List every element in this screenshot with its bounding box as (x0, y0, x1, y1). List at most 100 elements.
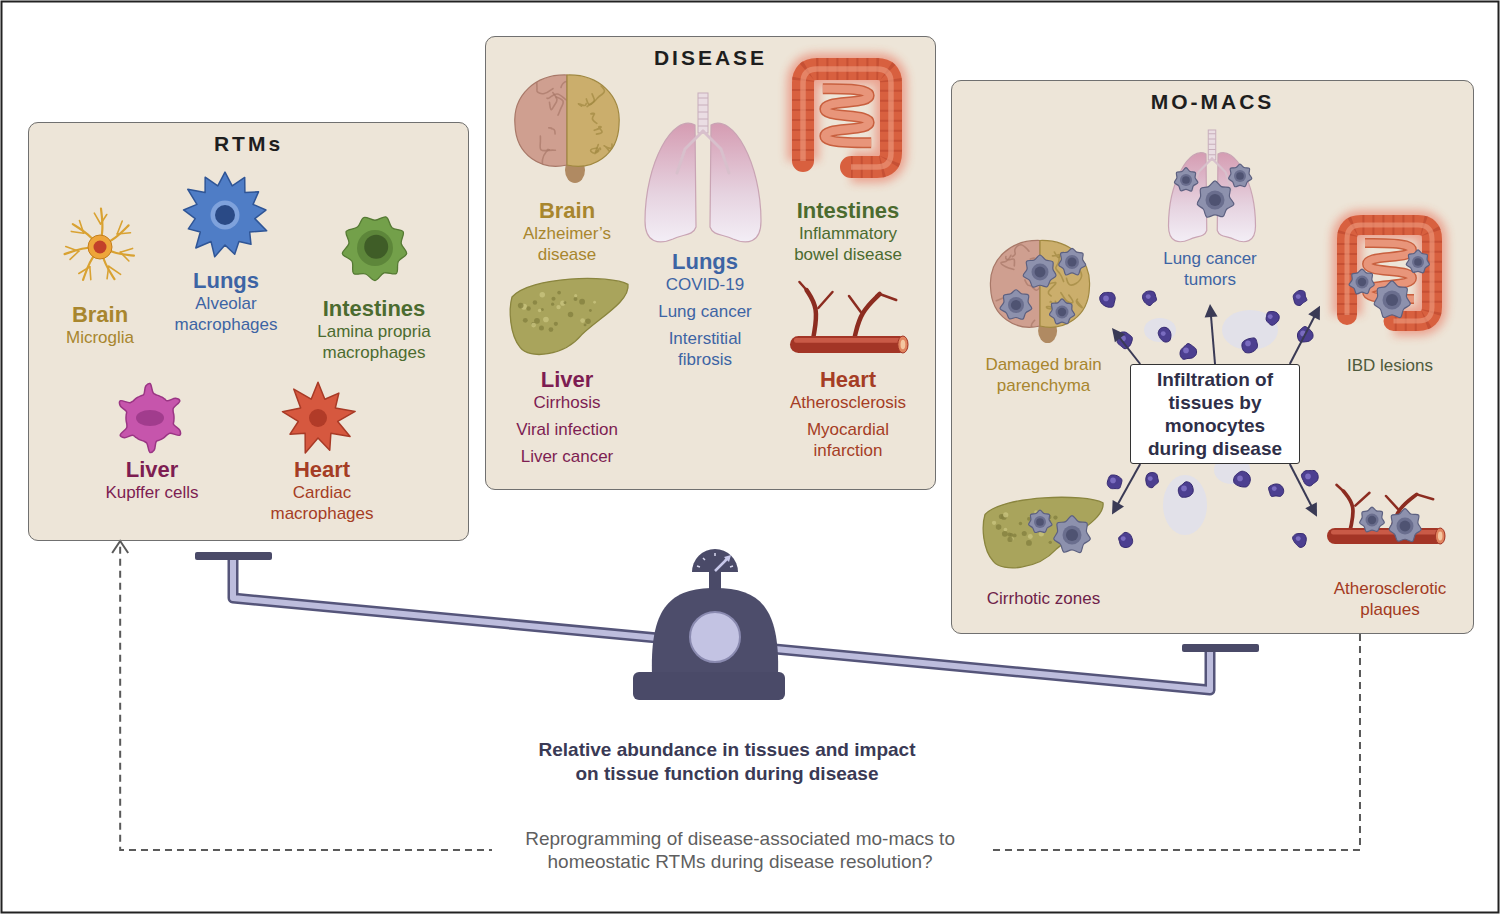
cell-nucleus (136, 410, 164, 426)
monocyte-derived-macrophage (1054, 516, 1090, 553)
cell-nucleus (1368, 516, 1376, 524)
cell-body (1100, 292, 1116, 307)
monocyte-derived-macrophage (1360, 507, 1385, 532)
cell-branch (94, 213, 100, 224)
organ-entry: LungsCOVID-19Lung cancerInterstitial fib… (645, 250, 765, 370)
cell-nucleus (1209, 194, 1221, 206)
cell-branch (79, 267, 90, 274)
lung-lobe (710, 123, 761, 242)
body-text: Atherosclerosis (778, 392, 918, 413)
arrow-head (1205, 304, 1218, 317)
inflammation-glow (803, 69, 891, 167)
fulcrum-base (633, 672, 785, 700)
organ-entry: LiverKupffer cells (87, 458, 217, 503)
cell-nucleus (309, 409, 327, 427)
body-text: Alzheimer’s disease (507, 223, 627, 265)
cell-spot (1245, 341, 1251, 347)
liver-nodule (568, 312, 573, 317)
cell-spot (1305, 474, 1311, 480)
liver-nodule (585, 318, 591, 324)
colon-body (803, 69, 891, 167)
monocyte (1293, 290, 1307, 305)
brain-fold (1048, 283, 1056, 296)
cell-branch (107, 266, 109, 279)
liver-nodule (1022, 531, 1027, 536)
body-text: COVID-19 (645, 274, 765, 295)
liver-nodule (1019, 522, 1022, 525)
marrow-shape (1163, 475, 1207, 535)
bronchus (677, 131, 703, 173)
vessel-highlight (1331, 530, 1439, 534)
cell-nucleus-ring (1206, 191, 1225, 210)
cell-nucleus-ring (1397, 518, 1414, 535)
lung-lobe (645, 123, 696, 242)
arrow-head (112, 541, 128, 553)
monocyte (1146, 473, 1159, 488)
gauge-ticks (697, 553, 733, 567)
organ-name: Heart (257, 458, 387, 482)
arrow-head (1112, 500, 1124, 515)
vessel-branch (880, 294, 897, 300)
cell-nucleus (1400, 521, 1411, 532)
vessel-branch (799, 282, 806, 290)
liver-nodule (543, 317, 549, 323)
artery-illustration (790, 282, 908, 353)
cell-body (1242, 338, 1258, 353)
connector-group (1112, 464, 1140, 515)
monocyte-derived-macrophage (1050, 299, 1075, 324)
lesion-label: Damaged brain parenchyma (975, 240, 1112, 400)
lesion-text: Atherosclerotic plaques (1317, 578, 1463, 620)
cell-branch (70, 251, 79, 259)
liver-nodule (533, 300, 537, 304)
brain-fold (542, 150, 549, 168)
macrophage-cell (184, 172, 267, 257)
arrow-head (1112, 328, 1125, 342)
body-text: Liver cancer (502, 446, 632, 467)
cell-spot (1296, 294, 1301, 299)
liver-nodule (518, 303, 524, 309)
brain-fold (549, 93, 556, 110)
lesion-text: Cirrhotic zones (975, 588, 1112, 609)
inflammation-glow (1347, 225, 1432, 321)
cell-branch (109, 266, 121, 274)
cell-spot (1148, 476, 1153, 481)
brain-illustration (990, 240, 1089, 343)
body-text: Interstitial fibrosis (645, 328, 765, 370)
organ-entry: IntestinesInflammatory bowel disease (783, 199, 913, 265)
vessel-tube (1327, 528, 1445, 544)
liver-nodule (580, 318, 585, 323)
vessel-branch (818, 292, 832, 308)
cell-body (1360, 507, 1385, 532)
liver-nodule (1007, 537, 1012, 542)
cell-nucleus (1035, 267, 1046, 278)
liver-body (983, 497, 1103, 568)
cell-nucleus (1414, 258, 1422, 266)
vessel-end (1435, 528, 1445, 544)
organ-name: Heart (778, 368, 918, 392)
cell-body (1158, 327, 1171, 342)
liver-nodule (1028, 534, 1033, 539)
cell-body (1234, 471, 1251, 487)
monocyte (1178, 482, 1193, 498)
liver-illustration (510, 278, 628, 354)
cell-branch (79, 221, 83, 234)
monocyte-derived-macrophage (1174, 168, 1197, 192)
liver-nodule (551, 303, 554, 306)
brain-fold (604, 144, 612, 152)
liver-nodule (551, 297, 555, 301)
cell-body (1050, 299, 1075, 324)
brain-fold (578, 104, 586, 107)
process-box: Infiltration of tissues by monocytes dur… (1130, 364, 1300, 464)
organ-entry: HeartAtherosclerosisMyocardial infarctio… (778, 368, 918, 461)
cell-body (342, 217, 406, 281)
gauge-needle (715, 558, 728, 571)
panel-title: MO-MACS (952, 81, 1473, 114)
brain-fold (591, 113, 597, 123)
brain-fold (1012, 245, 1029, 257)
lesion-label: IBD lesions (1320, 215, 1460, 380)
monocyte (1301, 470, 1318, 486)
colon-highlight (1347, 225, 1432, 321)
connector (1211, 313, 1215, 364)
cell-nucleus-ring (1034, 516, 1046, 528)
